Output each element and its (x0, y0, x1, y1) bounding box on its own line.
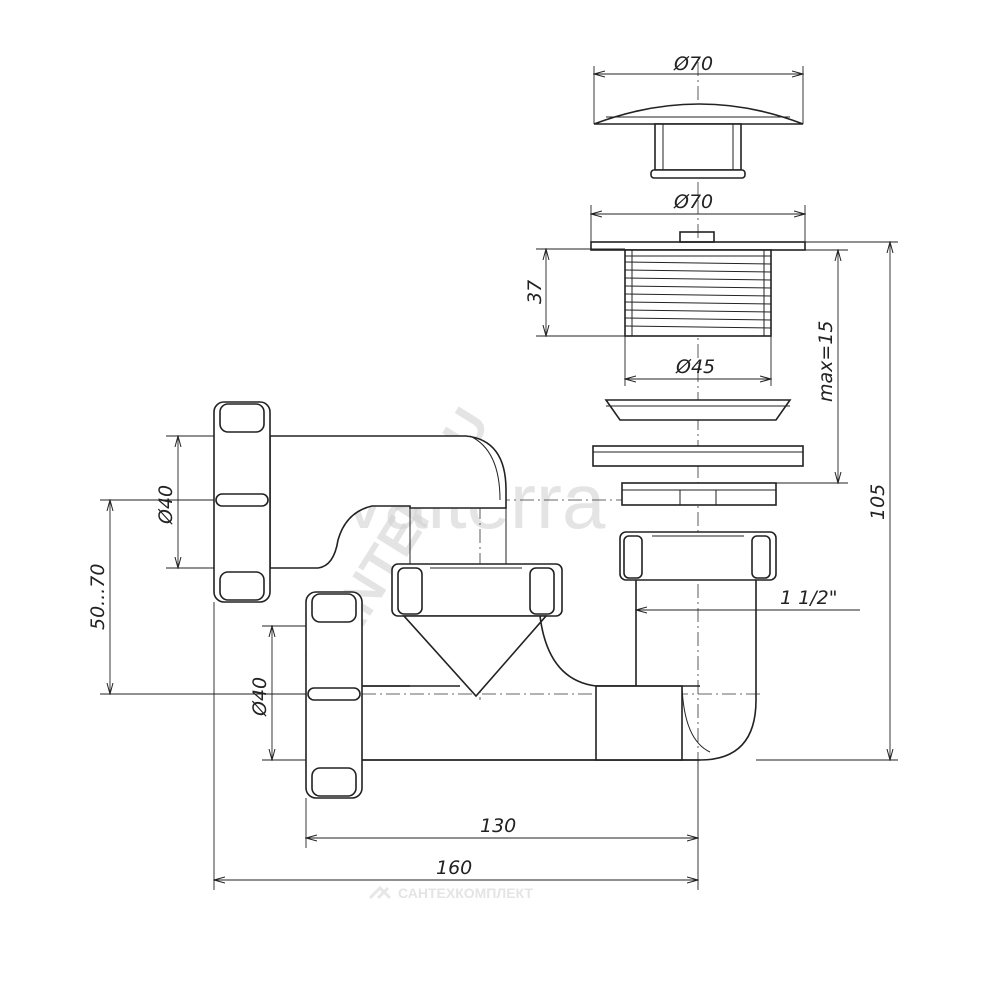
dim-plug-diameter: Ø70 (594, 53, 803, 124)
label-nut-thread: 1 1/2" (780, 587, 837, 609)
label-length-total: 160 (436, 857, 472, 879)
washers (592, 399, 804, 506)
label-lower-outlet-diameter: Ø40 (249, 677, 271, 717)
lower-horizontal-pipe (362, 685, 700, 761)
santehkomplekt-logo-icon (368, 885, 392, 900)
dim-max-thickness: max=15 (776, 250, 848, 483)
label-plug-diameter: Ø70 (673, 53, 713, 75)
lower-outlet-nut (305, 591, 363, 799)
dim-lower-outlet-diameter: Ø40 (249, 626, 306, 760)
santehkomplekt-watermark: САНТЕХКОМПЛЕКТ (398, 885, 533, 901)
label-thread-diameter: Ø45 (675, 356, 715, 378)
dim-flange-diameter: Ø70 (591, 191, 805, 242)
label-upper-outlet-diameter: Ø40 (155, 485, 177, 525)
dim-upper-outlet-diameter: Ø40 (155, 436, 214, 568)
label-thread-height: 37 (524, 280, 546, 304)
dim-thread-height: 37 (524, 249, 625, 336)
drain-nut (619, 531, 777, 581)
thread-lines (624, 255, 772, 329)
trap-body (391, 563, 636, 698)
upper-elbow-branch (269, 435, 507, 569)
label-overall-height: 105 (867, 484, 889, 520)
dim-offset-range: 50...70 (87, 500, 306, 694)
dim-overall-height: 105 (756, 242, 898, 760)
dim-nut-thread: 1 1/2" (636, 580, 860, 620)
dim-length-total: 160 (214, 602, 698, 890)
upper-outlet-nut (213, 401, 271, 603)
drain-plug (593, 103, 804, 179)
dim-thread-diameter: Ø45 (625, 336, 771, 386)
dim-length-short: 130 (306, 760, 698, 848)
label-offset-range: 50...70 (87, 564, 109, 630)
drain-flange (590, 231, 806, 337)
label-length-short: 130 (480, 815, 516, 837)
label-max-thickness: max=15 (815, 321, 837, 403)
label-flange-diameter: Ø70 (673, 191, 713, 213)
